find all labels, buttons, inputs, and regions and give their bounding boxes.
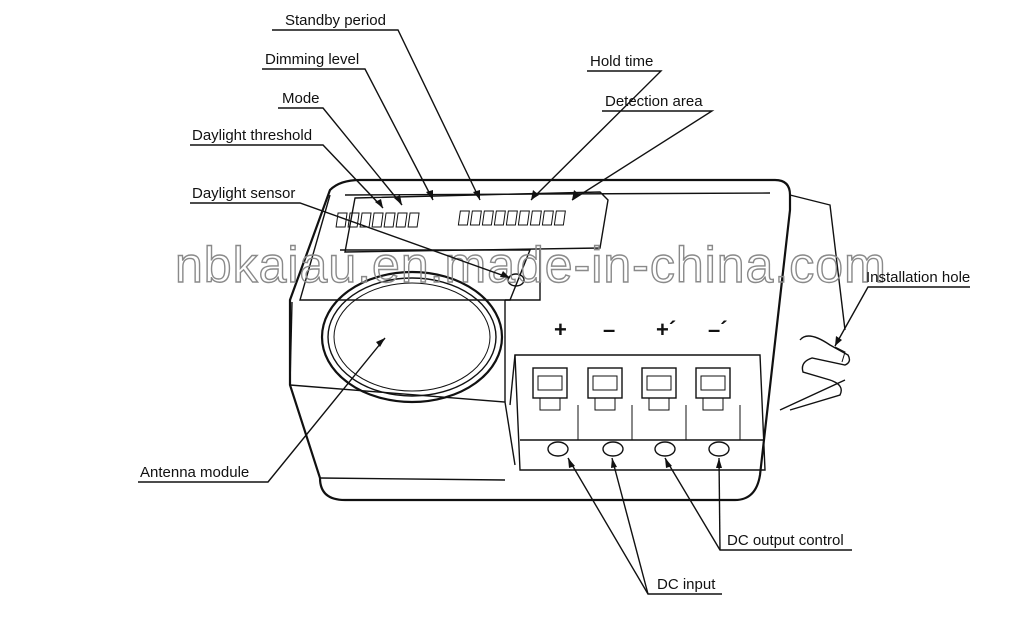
watermark: nbkaiau.en.made-in-china.com xyxy=(175,237,887,293)
terminal-block xyxy=(509,354,766,471)
daylight-sensor-hole xyxy=(507,273,525,287)
leader-lines xyxy=(138,29,970,595)
label-dimming-level: Dimming level xyxy=(265,51,359,68)
label-dc-output-control: DC output control xyxy=(727,532,844,549)
arrow-heads xyxy=(375,190,842,468)
terminal-2 xyxy=(587,367,624,457)
antenna-dome xyxy=(320,270,504,404)
terminal-1 xyxy=(532,367,569,457)
terminal-4 xyxy=(695,367,731,457)
label-antenna-module: Antenna module xyxy=(140,464,249,481)
label-dc-input: DC input xyxy=(657,576,716,593)
installation-hole-tab xyxy=(789,335,851,411)
label-standby-period: Standby period xyxy=(285,12,386,29)
label-hold-time: Hold time xyxy=(590,53,653,70)
label-daylight-threshold: Daylight threshold xyxy=(192,127,312,144)
polarity-minus-prime: –´ xyxy=(708,317,728,342)
polarity-plus-prime: +´ xyxy=(656,317,676,342)
polarity-markers: + – +´ –´ xyxy=(554,317,728,342)
polarity-minus: – xyxy=(603,317,615,342)
label-daylight-sensor: Daylight sensor xyxy=(192,185,295,202)
digit-group-right xyxy=(457,210,566,226)
label-installation-hole: Installation hole xyxy=(866,269,970,286)
label-detection-area: Detection area xyxy=(605,93,703,110)
terminal-3 xyxy=(641,367,677,457)
polarity-plus: + xyxy=(554,317,567,342)
device-body xyxy=(288,178,846,502)
callout-labels: Standby period Dimming level Mode Daylig… xyxy=(140,12,970,593)
label-mode: Mode xyxy=(282,90,320,107)
